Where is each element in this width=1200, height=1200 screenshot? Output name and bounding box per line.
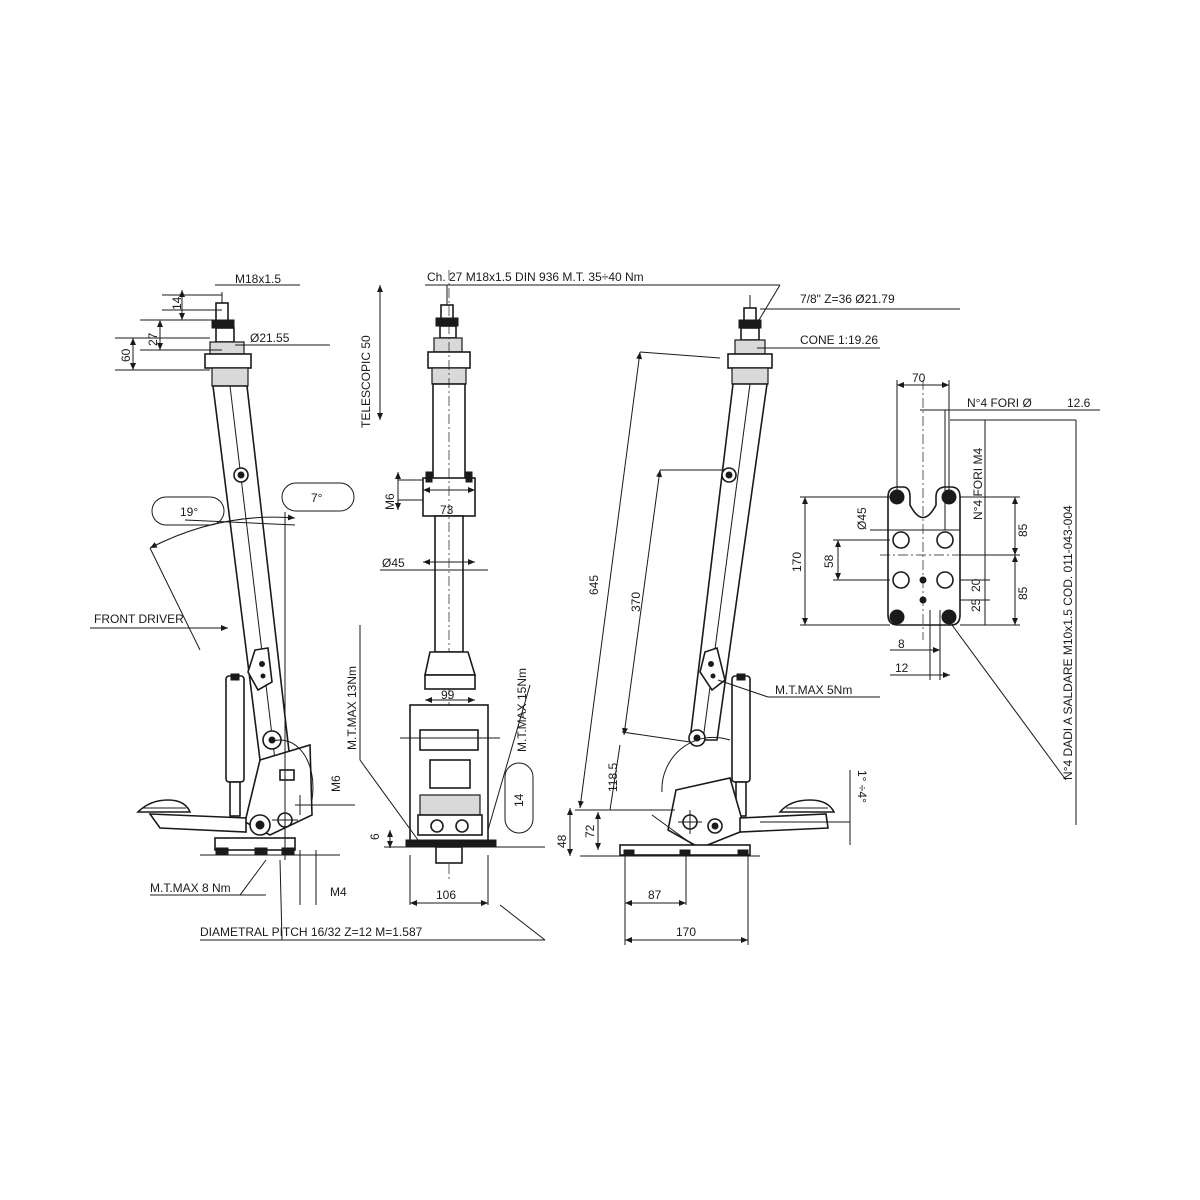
label-ch27: Ch. 27 M18x1.5 DIN 936 M.T. 35÷40 Nm [427,270,644,284]
label-dim106: 106 [436,888,456,902]
center-lower-body [384,651,545,864]
label-m6-left: M6 [329,775,343,792]
label-dim12: 12 [895,661,909,675]
label-dia45-plate: Ø45 [855,507,869,530]
label-cone: CONE 1:19.26 [800,333,878,347]
label-dim70: 70 [912,371,926,385]
label-dim87: 87 [648,888,662,902]
right-bracket [699,646,726,692]
label-dim126: 12.6 [1067,396,1091,410]
label-dia2155: Ø21.55 [250,331,290,345]
label-angle19: 19° [180,505,198,519]
label-dia45-center: Ø45 [382,556,405,570]
label-dim25: 25 [969,598,983,612]
label-m4: M4 [330,885,347,899]
label-mt-max-13: M.T.MAX 13Nm [345,666,359,750]
label-telescopic: TELESCOPIC 50 [359,335,373,428]
label-dim645: 645 [587,575,601,595]
angle-7-capsule [281,482,355,512]
left-base [200,739,340,856]
label-dim60: 60 [119,348,133,362]
label-dim27: 27 [146,332,160,346]
label-dim14-center: 14 [512,793,526,807]
label-dim48: 48 [555,834,569,848]
left-gas-spring [225,673,245,817]
right-base [580,737,760,857]
left-stud [204,292,252,387]
label-angle14: 1° ÷4° [855,770,869,803]
right-gas-spring [731,673,751,817]
label-n4-fori-m4: N°4 FORI M4 [971,448,985,520]
label-dim85-top: 85 [1016,523,1030,537]
label-dim73: 73 [440,503,454,517]
label-spline: 7/8" Z=36 Ø21.79 [800,292,895,306]
label-dim14-left: 14 [170,296,184,310]
angle-19-capsule [151,496,225,526]
label-m18-left: M18x1.5 [235,272,281,286]
right-dimensions [567,284,960,945]
label-dim20: 20 [969,578,983,592]
label-mt-max-5: M.T.MAX 5Nm [775,683,852,697]
label-dim6: 6 [368,833,382,840]
label-dim370: 370 [629,592,643,612]
label-dim118: 118.5 [606,763,620,792]
right-column [688,383,768,747]
label-dim58: 58 [822,554,836,568]
plate-dimensions [800,380,1100,825]
label-dim170-plate: 170 [790,552,804,572]
left-column [212,385,291,761]
label-mt-max-15: M.T.MAX 15Nm [515,668,529,752]
label-dim72: 72 [583,824,597,838]
center-stud [427,285,471,385]
label-dadi: N°4 DADI A SALDARE M10x1.5 COD. 011-043-… [1061,505,1075,780]
center-front-view: Ch. 27 M18x1.5 DIN 936 M.T. 35÷40 Nm M6 … [345,270,780,906]
label-diametral-pitch: DIAMETRAL PITCH 16/32 Z=12 M=1.587 [200,925,423,939]
right-stud [727,295,773,385]
right-pedal [739,799,850,833]
label-mt-max-8: M.T.MAX 8 Nm [150,881,231,895]
center-column [398,270,476,880]
label-dim99: 99 [441,688,455,702]
label-front-driver: FRONT DRIVER [94,612,184,626]
label-angle7: 7° [311,491,323,505]
left-dimensions [90,284,546,941]
left-pedal [136,799,247,833]
center-dimensions [359,284,780,906]
left-side-view: M18x1.5 14 27 60 Ø21.55 TELESCOPIC 50 19… [90,272,546,941]
label-m6-center: M6 [383,493,397,510]
label-dim85-bottom: 85 [1016,586,1030,600]
label-dim8: 8 [898,637,905,651]
right-side-view: 7/8" Z=36 Ø21.79 CONE 1:19.26 645 370 11… [555,284,960,945]
label-dim170-bottom: 170 [676,925,696,939]
left-angle-marks [149,512,296,860]
label-n4-fori-d: N°4 FORI Ø [967,396,1032,410]
left-bracket [247,647,273,692]
mounting-plate-view: 70 N°4 FORI Ø 12.6 N°4 FORI M4 Ø45 170 5… [790,371,1100,825]
